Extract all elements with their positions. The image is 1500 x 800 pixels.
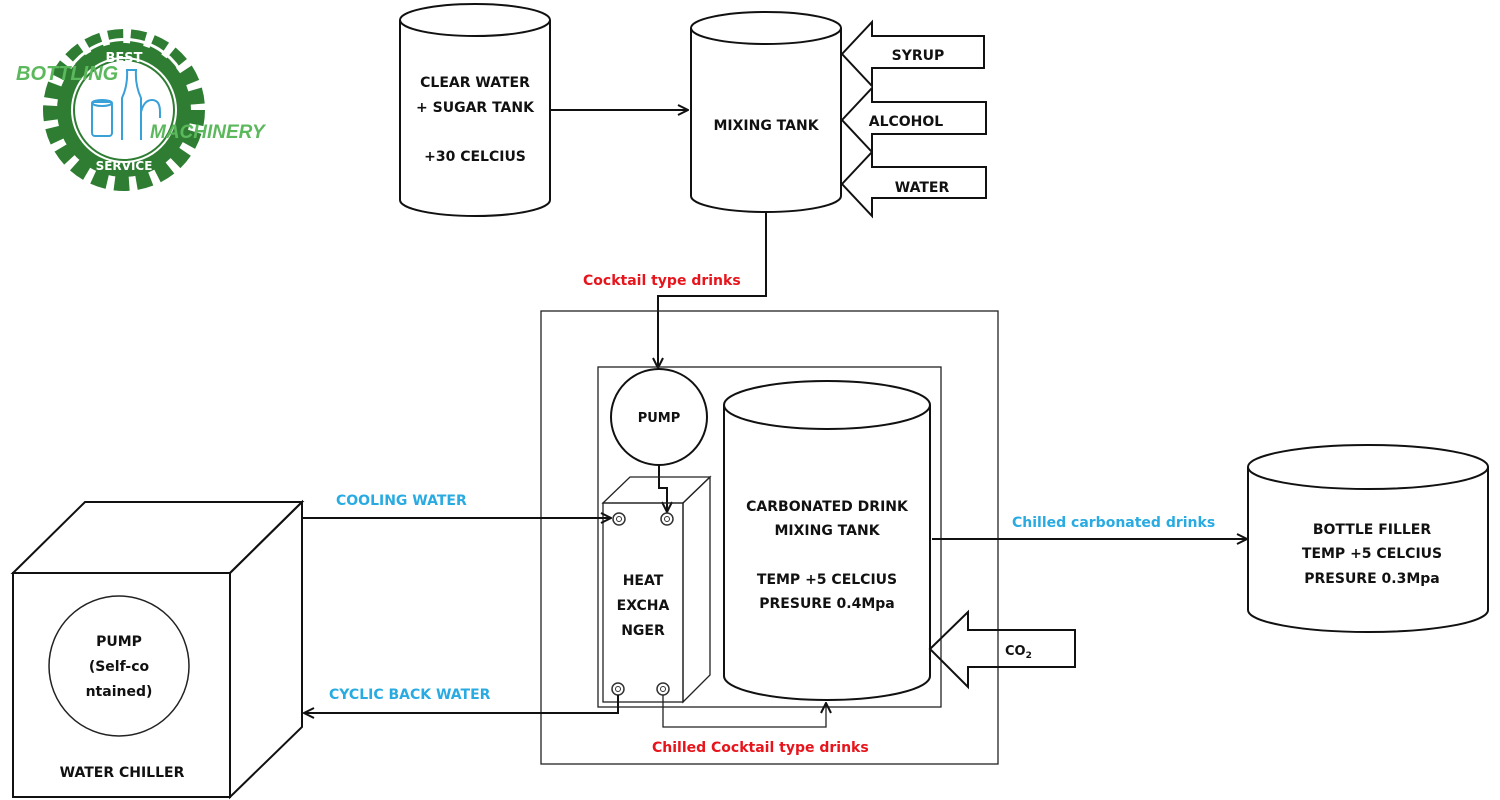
mixing-tank-label: MIXING TANK bbox=[713, 118, 819, 134]
heat-exchanger-line1: HEAT bbox=[623, 573, 664, 589]
flow-label-cyclic-back-water: CYCLIC BACK WATER bbox=[329, 687, 491, 703]
input-arrow-syrup[interactable]: SYRUP bbox=[840, 19, 985, 89]
bottle-filler-line3: PRESURE 0.3Mpa bbox=[1304, 571, 1439, 587]
bottle-can-icon bbox=[91, 69, 161, 140]
inner-unit-frame bbox=[597, 366, 942, 708]
carbonated-tank-line2: MIXING TANK bbox=[774, 523, 880, 539]
chilled-cocktail-flow-line bbox=[662, 695, 826, 728]
input-label-water: WATER bbox=[895, 180, 950, 196]
heat-exchanger-line2: EXCHA bbox=[617, 598, 670, 614]
mixing-tank[interactable]: MIXING TANK bbox=[690, 11, 842, 213]
flow-label-cooling-water: COOLING WATER bbox=[336, 493, 467, 509]
pump-label: PUMP bbox=[638, 411, 681, 426]
cocktail-flow-line bbox=[658, 212, 767, 368]
chiller-pump-line2: (Self-co bbox=[89, 659, 150, 675]
cyclic-back-water-flow-line bbox=[304, 695, 619, 713]
input-arrow-water[interactable]: WATER bbox=[840, 149, 987, 219]
water-chiller[interactable]: PUMP (Self-co ntained) WATER CHILLER bbox=[10, 499, 305, 800]
bottle-filler-line1: BOTTLE FILLER bbox=[1313, 522, 1432, 538]
bottle-filler[interactable]: BOTTLE FILLER TEMP +5 CELCIUS PRESURE 0.… bbox=[1247, 444, 1489, 633]
chiller-pump-line1: PUMP bbox=[96, 634, 142, 650]
pump-to-exchanger-line bbox=[658, 465, 667, 512]
flow-label-chilled-cocktail: Chilled Cocktail type drinks bbox=[652, 740, 869, 756]
logo-word-left: BOTTLING bbox=[16, 63, 118, 85]
logo-ring-bottom: SERVICE bbox=[96, 159, 153, 173]
input-arrow-alcohol[interactable]: ALCOHOL bbox=[840, 85, 987, 155]
port-icon bbox=[611, 682, 625, 696]
sugar-tank-line1: CLEAR WATER bbox=[420, 75, 530, 91]
logo-ring-top: BEST bbox=[105, 51, 142, 66]
carbonated-tank-line1: CARBONATED DRINK bbox=[746, 499, 909, 515]
sugar-tank[interactable]: CLEAR WATER + SUGAR TANK +30 CELCIUS bbox=[399, 3, 551, 217]
port-icon bbox=[660, 512, 674, 526]
heat-exchanger[interactable]: HEAT EXCHA NGER bbox=[601, 475, 712, 704]
input-label-alcohol: ALCOHOL bbox=[869, 114, 944, 130]
flow-label-cocktail: Cocktail type drinks bbox=[583, 273, 741, 289]
water-chiller-label: WATER CHILLER bbox=[60, 765, 185, 781]
chiller-pump-line3: ntained) bbox=[86, 684, 153, 700]
company-logo: BEST SERVICE BOTTLING MACHINERY bbox=[16, 29, 267, 191]
sugar-tank-line2: + SUGAR TANK bbox=[416, 100, 535, 116]
gear-icon bbox=[43, 29, 205, 191]
chiller-pump[interactable]: PUMP (Self-co ntained) bbox=[48, 595, 190, 737]
carbonation-unit-frame bbox=[540, 310, 999, 765]
carbonated-drink-tank[interactable]: CARBONATED DRINK MIXING TANK TEMP +5 CEL… bbox=[723, 380, 931, 701]
flow-label-chilled-carbonated: Chilled carbonated drinks bbox=[1012, 515, 1215, 531]
port-icon bbox=[656, 682, 670, 696]
co2-label: CO2 bbox=[1005, 644, 1032, 661]
carbonated-tank-line3: TEMP +5 CELCIUS bbox=[757, 572, 897, 588]
input-label-syrup: SYRUP bbox=[892, 48, 945, 64]
heat-exchanger-line3: NGER bbox=[621, 623, 665, 639]
pump[interactable]: PUMP bbox=[610, 368, 708, 466]
sugar-tank-line3: +30 CELCIUS bbox=[424, 149, 526, 165]
port-icon bbox=[612, 512, 626, 526]
co2-input-arrow[interactable]: CO2 bbox=[928, 609, 1076, 690]
logo-word-right: MACHINERY bbox=[150, 122, 267, 143]
bottle-filler-line2: TEMP +5 CELCIUS bbox=[1302, 546, 1442, 562]
carbonated-tank-line4: PRESURE 0.4Mpa bbox=[759, 596, 894, 612]
